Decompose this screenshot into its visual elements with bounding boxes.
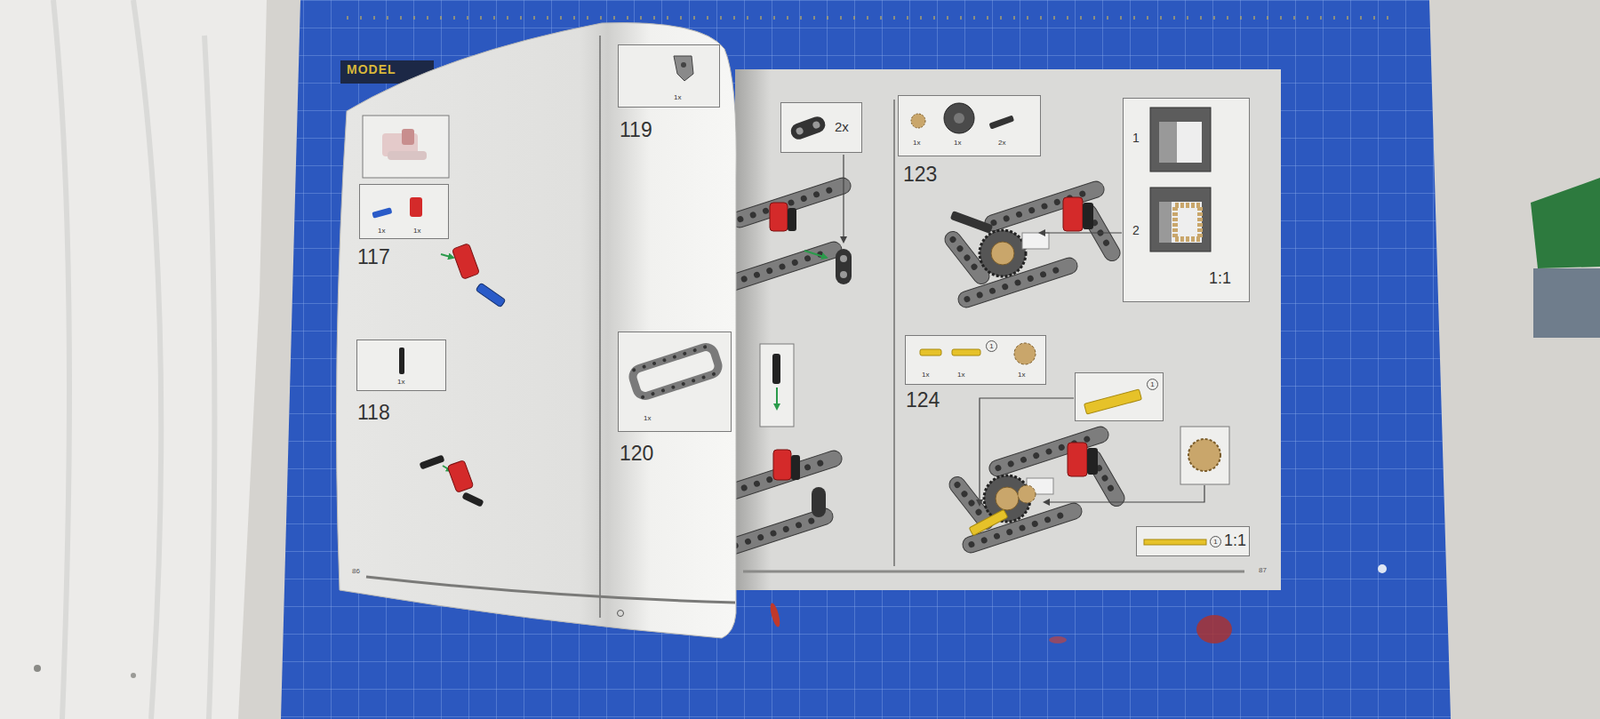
step-number: 124: [905, 388, 940, 412]
callout-number: 1: [985, 340, 998, 352]
parts-callout-box: 2x: [780, 102, 863, 153]
paint-spot: [1196, 615, 1232, 644]
page-shadow: [735, 69, 771, 591]
scale-label: 2: [1132, 223, 1140, 238]
quantity-label: 1x: [377, 226, 385, 235]
cloth-hem: [33, 664, 41, 672]
preview-box: [362, 115, 449, 178]
step-number: 119: [619, 118, 653, 142]
cloth-folds: [53, 0, 215, 719]
parts-callout-box: 1x 1x 2x: [897, 95, 1041, 157]
quantity-label: 1x: [1017, 370, 1025, 379]
paint-spot: [1048, 636, 1067, 644]
grey-block: [1533, 268, 1600, 338]
step-117-figure: [440, 243, 506, 308]
mat-ruler: [337, 16, 1396, 25]
scale-label: 2x: [834, 119, 849, 135]
right-page: [735, 69, 1281, 591]
parts-callout-box: 1x: [356, 339, 447, 392]
parts-callout-box: 1x: [617, 44, 720, 108]
parts-callout-box: 11:1: [1136, 526, 1250, 557]
quantity-label: 1x: [673, 93, 681, 102]
quantity-label: 1x: [397, 377, 405, 386]
progress-marker: [617, 610, 624, 617]
step-123-model: [941, 179, 1123, 310]
quantity-label: 1x: [921, 370, 929, 379]
part-icons: [360, 184, 450, 240]
progress-bar: [743, 570, 1245, 574]
left-page: [336, 23, 736, 639]
parts-callout-box: 1x: [617, 331, 732, 432]
part-icons: [898, 96, 1042, 158]
callout-number: 1: [1209, 536, 1222, 548]
step-number: 118: [357, 400, 391, 424]
page-number: 86: [352, 567, 360, 576]
page-number: 87: [1258, 566, 1267, 575]
scale-label: 1:1: [1224, 531, 1247, 551]
paint-spot: [1377, 564, 1387, 574]
progress-bar: [366, 576, 736, 603]
quantity-label: 1x: [953, 138, 961, 147]
quantity-label: 1x: [413, 226, 421, 235]
step-number: 123: [903, 162, 937, 186]
quantity-label: 2x: [998, 138, 1006, 147]
quantity-label: 1x: [643, 414, 651, 423]
paint-spot: [768, 601, 783, 628]
cloth: [0, 0, 267, 719]
brand-label: MODEL: [346, 62, 397, 77]
column-divider: [599, 35, 600, 618]
part-icons: [781, 103, 864, 154]
quantity-label: 1x: [957, 370, 965, 379]
parts-callout-box: 1x 1x 1 1x: [904, 335, 1047, 385]
mat-grid: [266, 0, 1458, 719]
scale-label: 1:1: [1208, 269, 1232, 288]
step-118-figure: [418, 454, 484, 507]
part-icons: [618, 45, 721, 109]
green-object: [1530, 177, 1600, 269]
column-divider: [893, 99, 895, 567]
callout-number: 1: [1146, 378, 1159, 391]
step-119-model: [720, 154, 854, 294]
part-icons: [618, 332, 733, 433]
step-number: 120: [619, 441, 654, 465]
part-icons: [1123, 98, 1251, 304]
step-number: 117: [357, 245, 391, 269]
parts-callout-box: 1: [1074, 372, 1164, 422]
scale-label: 1: [1132, 130, 1140, 145]
parts-callout-box: 1 2 1:1: [1122, 97, 1250, 303]
cloth-hem: [130, 672, 136, 679]
quantity-label: 1x: [912, 138, 920, 147]
parts-callout-box: 1x 1x: [359, 184, 449, 240]
